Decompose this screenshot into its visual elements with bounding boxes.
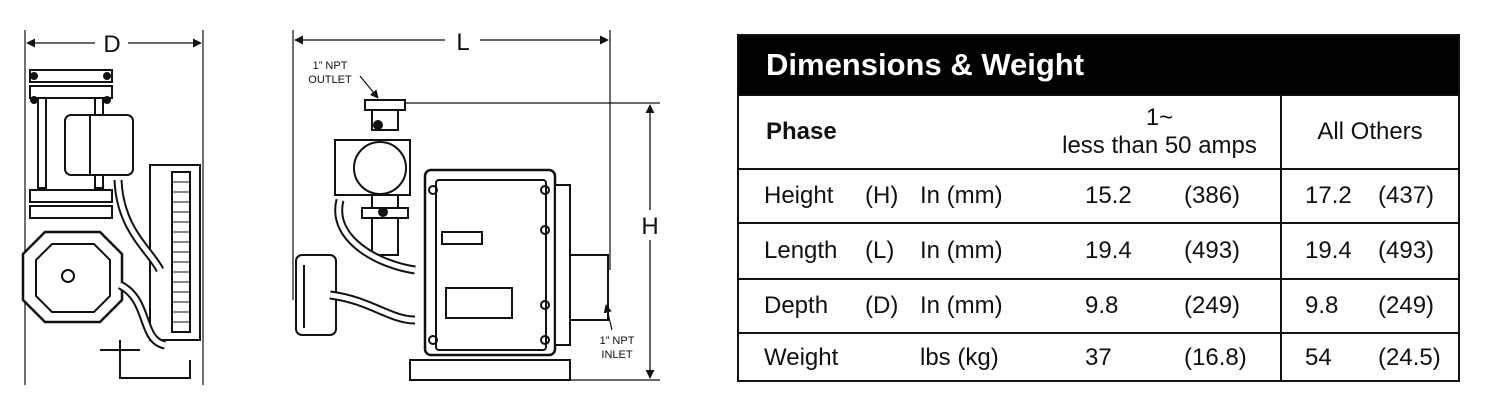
table-row: Weight lbs (kg) 37 (16.8) 54 (24.5) bbox=[739, 332, 1458, 382]
group1-metric: (386) bbox=[1184, 182, 1241, 209]
group1-value: 37 bbox=[1085, 344, 1112, 371]
group2-header: All Others bbox=[1317, 118, 1423, 145]
group1-header: 1~ less than 50 amps bbox=[1039, 96, 1280, 168]
inlet-label-line1: 1” NPT bbox=[600, 335, 635, 347]
outlet-label-line2: OUTLET bbox=[308, 74, 352, 86]
group1-metric: (493) bbox=[1184, 237, 1241, 264]
outlet-callout: 1” NPT OUTLET bbox=[308, 60, 379, 99]
row-unit: In (mm) bbox=[920, 292, 1003, 319]
table-title: Dimensions & Weight bbox=[739, 36, 1458, 94]
group1-value: 15.2 bbox=[1085, 182, 1132, 209]
table-row: Length (L) In (mm) 19.4 (493) 19.4 (493) bbox=[739, 222, 1458, 278]
row-symbol: (H) bbox=[865, 182, 899, 209]
dimensions-weight-table: Dimensions & Weight Phase 1~ less than 5… bbox=[737, 34, 1460, 382]
phase-label: Phase bbox=[766, 118, 837, 145]
group2-value: 19.4 bbox=[1305, 237, 1352, 264]
row-name: Weight bbox=[764, 344, 839, 371]
group2-metric: (24.5) bbox=[1378, 344, 1441, 371]
row-name: Length bbox=[764, 237, 838, 264]
group1-metric: (16.8) bbox=[1184, 344, 1247, 371]
group1-header-line2: less than 50 amps bbox=[1062, 132, 1257, 159]
table-header-row: Phase 1~ less than 50 amps All Others bbox=[739, 94, 1458, 168]
row-symbol: (D) bbox=[865, 292, 899, 319]
row-unit: lbs (kg) bbox=[920, 344, 999, 371]
outlet-label-line1: 1” NPT bbox=[313, 60, 348, 72]
dimension-h: H bbox=[641, 104, 659, 379]
group2-metric: (249) bbox=[1378, 292, 1435, 319]
inlet-label-line2: INLET bbox=[601, 349, 632, 361]
side-view-drawing bbox=[21, 30, 204, 385]
row-name: Height bbox=[764, 182, 834, 209]
inlet-callout: 1” NPT INLET bbox=[600, 304, 635, 361]
group2-metric: (493) bbox=[1378, 237, 1435, 264]
group1-value: 19.4 bbox=[1085, 237, 1132, 264]
row-symbol: (L) bbox=[865, 237, 895, 264]
technical-drawing: D bbox=[21, 29, 660, 385]
dimension-d: D bbox=[26, 31, 202, 58]
row-unit: In (mm) bbox=[920, 237, 1003, 264]
dimension-l: L bbox=[294, 29, 609, 56]
front-view-drawing bbox=[292, 30, 660, 381]
dimension-d-label: D bbox=[103, 31, 120, 58]
row-name: Depth bbox=[764, 292, 829, 319]
column-divider bbox=[1280, 94, 1282, 380]
dimension-l-label: L bbox=[456, 29, 469, 56]
dimension-h-label: H bbox=[641, 213, 658, 240]
group1-header-line1: 1~ bbox=[1145, 104, 1174, 131]
group2-value: 54 bbox=[1305, 344, 1332, 371]
table-row: Depth (D) In (mm) 9.8 (249) 9.8 (249) bbox=[739, 278, 1458, 332]
row-unit: In (mm) bbox=[920, 182, 1003, 209]
group2-value: 9.8 bbox=[1305, 292, 1339, 319]
group2-metric: (437) bbox=[1378, 182, 1435, 209]
group1-value: 9.8 bbox=[1085, 292, 1119, 319]
group2-value: 17.2 bbox=[1305, 182, 1352, 209]
table-row: Height (H) In (mm) 15.2 (386) 17.2 (437) bbox=[739, 168, 1458, 222]
group1-metric: (249) bbox=[1184, 292, 1241, 319]
